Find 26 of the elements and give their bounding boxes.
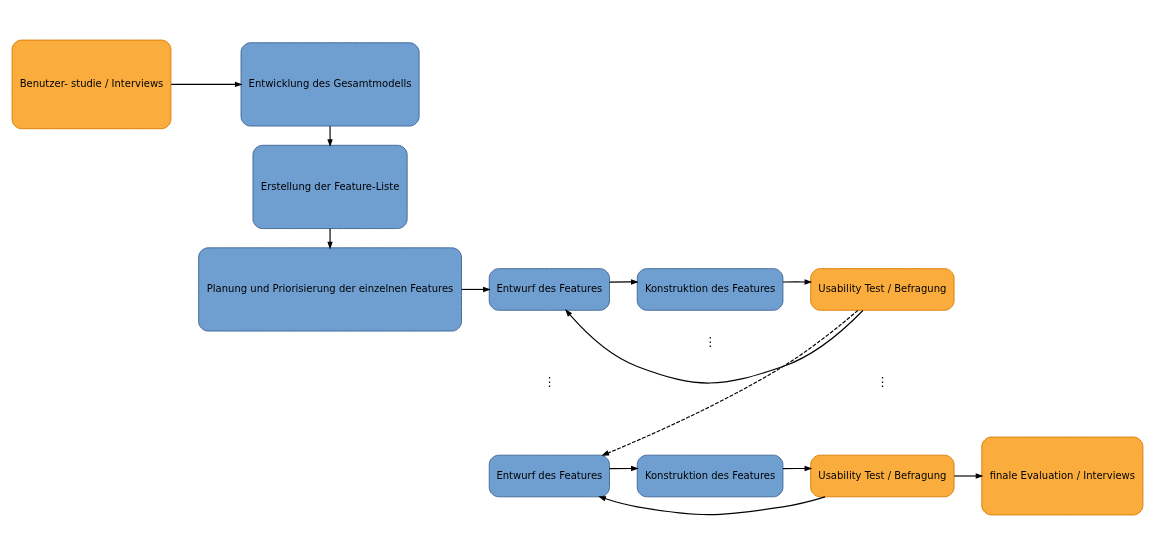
arrow — [601, 309, 859, 456]
arrow — [782, 278, 813, 285]
node-box: Benutzer- studie / Interviews — [11, 39, 172, 129]
arrow — [609, 465, 639, 471]
node-box: Entwurf des Features — [488, 267, 610, 311]
arrow — [327, 227, 333, 250]
node-box: Usability Test / Befragung — [810, 267, 955, 311]
node-box: Konstruktion des Features — [636, 267, 784, 311]
node-box: Usability Test / Befragung — [810, 454, 955, 497]
node-box: Entwicklung des Gesamtmodells — [240, 41, 420, 126]
arrow — [565, 308, 864, 384]
label: ⋮ — [703, 334, 717, 349]
arrow — [609, 278, 639, 285]
node-box: Erstellung der Feature-Liste — [252, 144, 408, 229]
node-box: Konstruktion des Features — [636, 454, 784, 497]
arrow — [170, 81, 243, 87]
label: ⋮ — [876, 374, 889, 389]
arrow — [953, 472, 984, 479]
node-box: finale Evaluation / Interviews — [981, 436, 1144, 515]
label: ⋮ — [543, 374, 556, 389]
node-box: Entwurf des Features — [488, 454, 610, 497]
arrow — [598, 495, 826, 515]
arrow — [327, 125, 333, 147]
arrow — [461, 286, 491, 292]
arrow — [782, 465, 813, 471]
node-box: Planung und Priorisierung der einzelnen Features — [198, 246, 462, 332]
